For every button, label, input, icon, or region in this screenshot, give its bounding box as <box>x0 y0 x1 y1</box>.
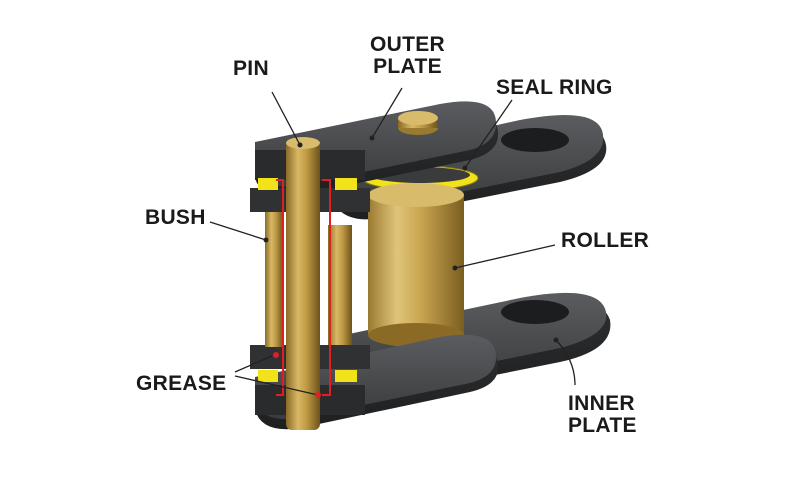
grease-dots <box>273 352 321 398</box>
leader-grease-2 <box>234 375 319 396</box>
roller-body <box>368 183 464 347</box>
leader-outer-plate <box>371 87 403 139</box>
label-inner-plate-line1: INNER <box>568 392 635 415</box>
leader-seal-ring <box>464 99 513 169</box>
label-outer-plate: OUTER PLATE <box>370 33 445 79</box>
label-outer-plate-line2: PLATE <box>373 55 442 79</box>
label-grease-text: GREASE <box>136 372 227 395</box>
leader-pin <box>271 91 301 146</box>
pin-body <box>286 140 320 430</box>
leader-grease-1 <box>234 355 273 373</box>
label-bush-text: BUSH <box>145 206 206 229</box>
label-inner-plate-line2: PLATE <box>568 414 637 438</box>
label-seal-ring: SEAL RING <box>496 76 613 99</box>
label-seal-ring-text: SEAL RING <box>496 76 613 99</box>
grease-line-left <box>276 179 284 396</box>
label-bush: BUSH <box>145 206 206 229</box>
leader-dots <box>263 135 559 343</box>
label-pin-text: PIN <box>233 57 269 80</box>
bush-left-section <box>265 212 283 347</box>
label-roller: ROLLER <box>561 229 650 252</box>
leader-roller <box>454 244 556 269</box>
label-roller-text: ROLLER <box>561 229 650 252</box>
label-pin: PIN <box>233 57 269 80</box>
label-inner-plate: INNER PLATE <box>568 392 637 438</box>
grease-line-right <box>322 179 331 396</box>
leader-inner-plate <box>555 339 576 386</box>
cutaway-section <box>250 137 370 430</box>
label-outer-plate-line1: OUTER <box>370 33 445 56</box>
leader-lines <box>209 87 576 396</box>
bush-right-section <box>328 225 352 345</box>
leader-bush <box>209 221 267 241</box>
label-grease: GREASE <box>136 372 227 395</box>
